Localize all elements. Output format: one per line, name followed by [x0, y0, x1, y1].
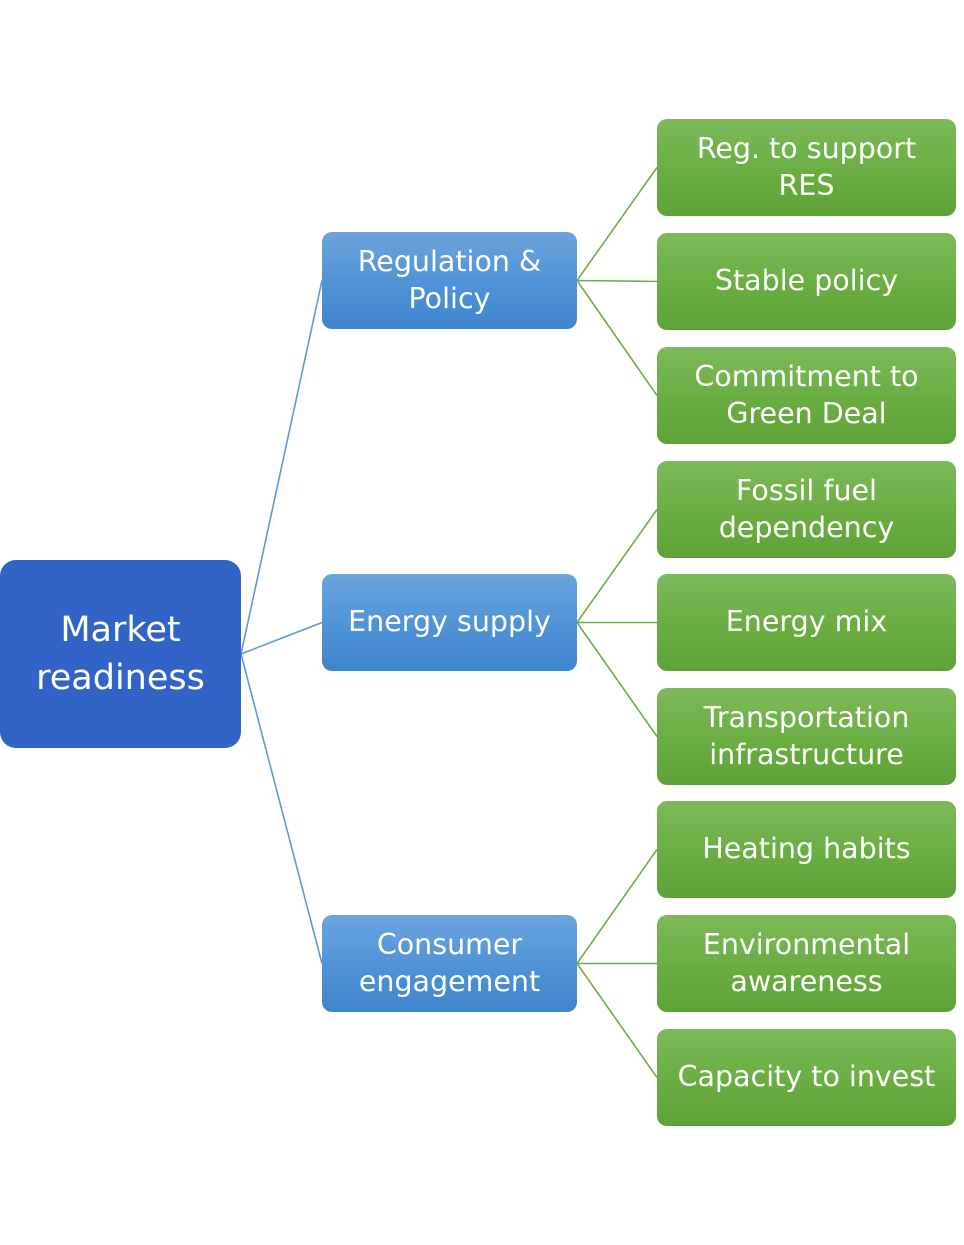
factor-node-capacity-to-invest: Capacity to invest: [657, 1029, 956, 1126]
factor-node-transportation-infrastructure: Transportation infrastructure: [657, 688, 956, 785]
category-node-energy-supply: Energy supply: [322, 574, 577, 671]
root-node-market-readiness: Market readiness: [0, 560, 241, 748]
category-label: Consumer engagement: [358, 928, 541, 998]
factor-node-fossil-fuel-dependency: Fossil fuel dependency: [657, 461, 956, 558]
factor-node-stable-policy: Stable policy: [657, 233, 956, 330]
factor-node-heating-habits: Heating habits: [657, 801, 956, 898]
category-node-regulation-policy: Regulation & Policy: [322, 232, 577, 329]
category-label: Regulation & Policy: [357, 245, 542, 315]
factor-node-energy-mix: Energy mix: [657, 574, 956, 671]
category-to-factor-connector: [576, 963, 658, 1078]
root-to-category-connector: [240, 280, 323, 655]
factor-node-reg-to-support-res: Reg. to support RES: [657, 119, 956, 216]
category-to-factor-connector: [576, 849, 658, 964]
factor-node-commitment-green-deal: Commitment to Green Deal: [657, 347, 956, 444]
factor-label: Commitment to Green Deal: [694, 360, 919, 430]
category-node-consumer-engagement: Consumer engagement: [322, 915, 577, 1012]
root-to-category-connector: [240, 621, 323, 655]
category-to-factor-connector: [576, 622, 658, 737]
factor-label: Reg. to support RES: [696, 132, 917, 202]
category-to-factor-connector: [576, 280, 658, 396]
root-label: Market readiness: [36, 609, 205, 698]
category-to-factor-connector: [576, 509, 658, 623]
factor-label: Transportation infrastructure: [703, 701, 910, 771]
factor-label: Heating habits: [702, 832, 911, 866]
factor-label: Stable policy: [714, 264, 899, 298]
factor-node-environmental-awareness: Environmental awareness: [657, 915, 956, 1012]
category-to-factor-connector: [576, 279, 658, 283]
root-to-category-connector: [240, 653, 323, 964]
factor-label: Energy mix: [725, 605, 888, 639]
factor-label: Fossil fuel dependency: [718, 474, 895, 544]
category-label: Energy supply: [348, 605, 551, 639]
category-to-factor-connector: [576, 167, 658, 281]
factor-label: Environmental awareness: [702, 928, 911, 998]
factor-label: Capacity to invest: [677, 1060, 936, 1094]
